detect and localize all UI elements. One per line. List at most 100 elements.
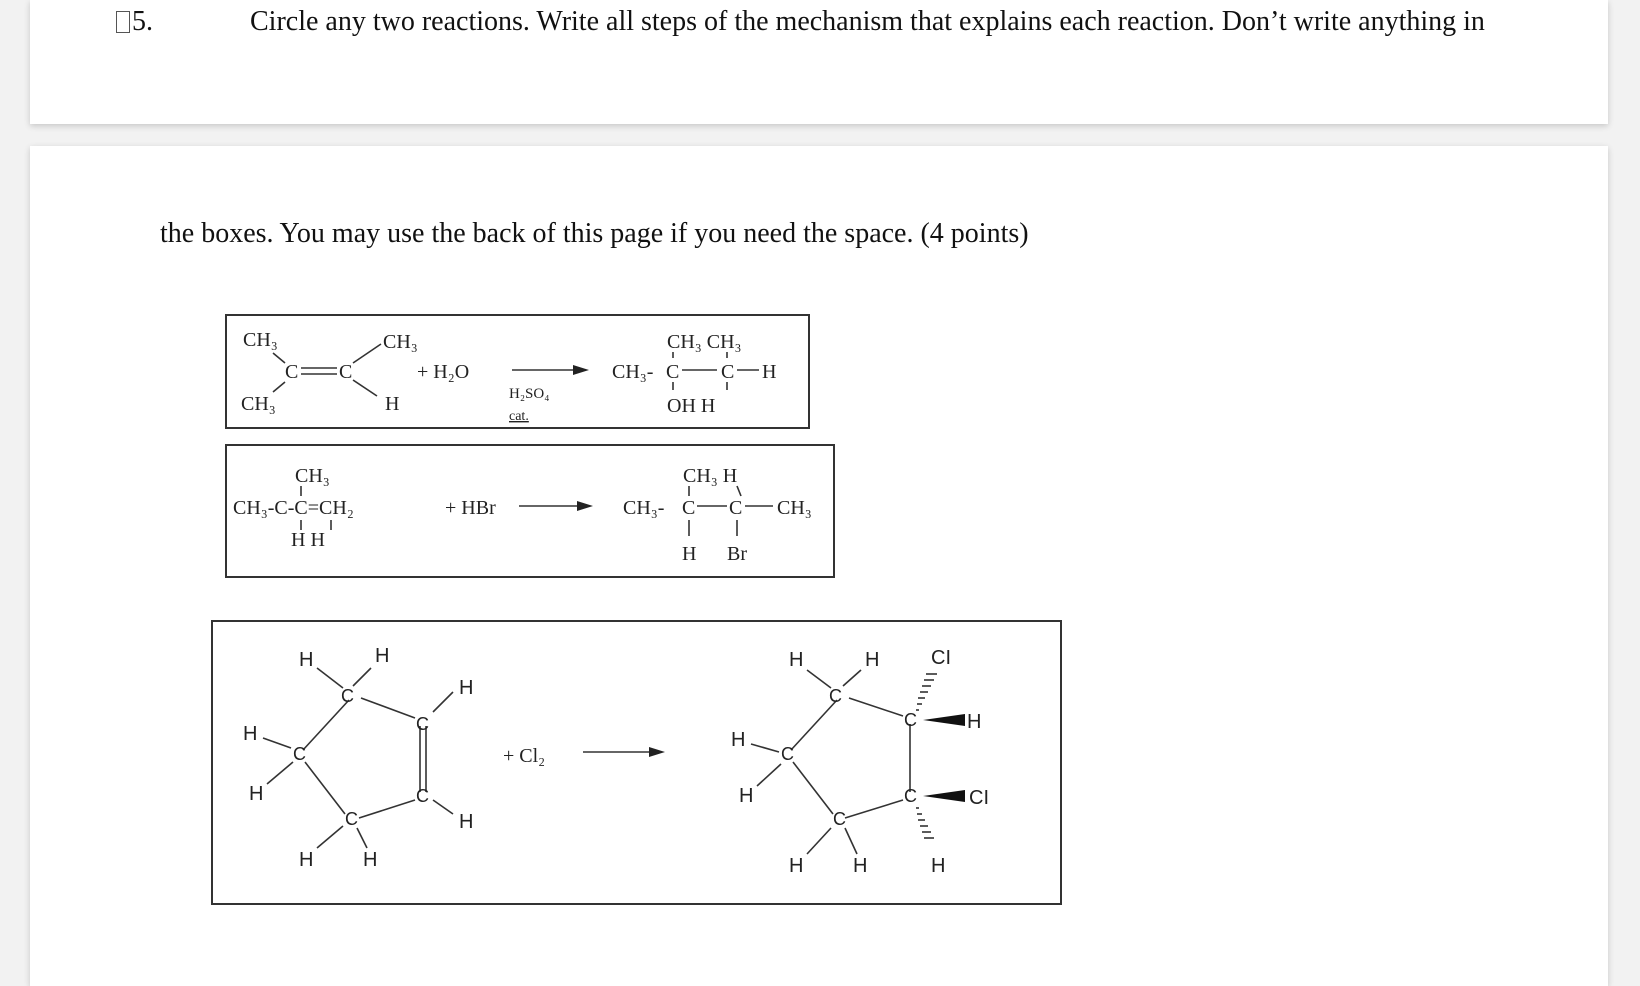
atom-c: C: [416, 714, 429, 734]
atom-h: H: [865, 649, 879, 671]
atom-c: C: [345, 809, 358, 829]
r1-alkene-c2: C: [339, 361, 352, 383]
ring-bond: [360, 697, 416, 719]
r1-ch3-bottom-left: CH₃: [241, 393, 276, 415]
r1-alkene-c1: C: [285, 361, 298, 383]
ring-bond: [790, 699, 838, 751]
ring-bond: [304, 761, 346, 815]
r2-reactant-chain: CH₃-C-C=CH₂: [233, 497, 354, 519]
r1-arrow-head: [573, 365, 589, 375]
atom-h: H: [789, 649, 803, 671]
h-bond: [432, 691, 454, 713]
atom-cl: CI: [931, 647, 951, 669]
r2-reactant-bottom: H H: [291, 529, 325, 551]
atom-c: C: [833, 809, 846, 829]
r2-reagent: + HBr: [445, 497, 496, 519]
r1-bond: [272, 381, 286, 393]
r2-product-left: CH₃-: [623, 497, 664, 519]
page-top: 5. Circle any two reactions. Write all s…: [30, 0, 1608, 124]
r1-catalyst: H₂SO₄: [509, 386, 549, 402]
ring-bond: [844, 799, 904, 819]
reaction-3-diagram: C C C C C H H H H H H H H: [243, 645, 989, 877]
r2-product-br: Br: [727, 543, 747, 565]
atom-h: H: [299, 649, 313, 671]
atom-c: C: [293, 744, 306, 764]
r3-reagent: + Cl₂: [503, 745, 545, 767]
reaction-box-3: C C C C C H H H H H H H H: [211, 620, 1062, 905]
reaction-2-diagram: CH₃ CH₃-C-C=CH₂ H H + HBr CH₃ H CH₃- C C…: [233, 465, 812, 565]
atom-h: H: [459, 811, 473, 833]
r2-product-c2: C: [729, 497, 742, 519]
atom-h: H: [789, 855, 803, 877]
atom-h: H: [931, 855, 945, 877]
r2-arrow-head: [577, 501, 593, 511]
atom-c: C: [904, 710, 917, 730]
atom-h: H: [739, 785, 753, 807]
atom-h: H: [363, 849, 377, 871]
reaction-1-diagram: CH₃ CH₃ C C CH₃ H + H₂O H₂SO₄ cat. CH₃ C…: [241, 329, 776, 424]
h-bond: [756, 763, 782, 787]
r1-h-bottom-right: H: [385, 393, 399, 415]
h-bond: [750, 743, 780, 753]
atom-cl: CI: [969, 787, 989, 809]
h-bond: [316, 667, 344, 689]
reaction-box-1: CH₃ CH₃ C C CH₃ H + H₂O H₂SO₄ cat. CH₃ C…: [225, 314, 810, 429]
atom-h: H: [731, 729, 745, 751]
solid-wedge: [923, 790, 965, 802]
hashed-wedge: [916, 807, 934, 839]
atom-h: H: [299, 849, 313, 871]
atom-h: H: [967, 711, 981, 733]
r1-ch3-top-left: CH₃: [243, 329, 278, 351]
atom-c: C: [341, 686, 354, 706]
r1-water: + H₂O: [417, 361, 469, 383]
question-number: 5.: [116, 6, 153, 38]
h-bond: [262, 737, 292, 749]
dichlorocyclopentane: C C C C C H H H H H H CI: [731, 647, 989, 877]
r1-product-left: CH₃-: [612, 361, 653, 383]
r1-product-c1: C: [666, 361, 679, 383]
r1-product-top: CH₃ CH₃: [667, 331, 742, 353]
h-bond: [432, 799, 454, 815]
r2-reactant-top: CH₃: [295, 465, 330, 487]
r2-product-top: CH₃ H: [683, 465, 737, 487]
r3-arrow-head: [649, 747, 665, 757]
atom-c: C: [829, 686, 842, 706]
h-bond: [842, 669, 862, 687]
h-bond: [352, 667, 372, 687]
r1-bond: [272, 352, 286, 364]
r1-product-c2: C: [721, 361, 734, 383]
atom-h: H: [459, 677, 473, 699]
r1-product-h-right: H: [762, 361, 776, 383]
atom-h: H: [375, 645, 389, 667]
r2-product-right: CH₃: [777, 497, 812, 519]
atom-c: C: [781, 744, 794, 764]
question-text-line-1: Circle any two reactions. Write all step…: [250, 6, 1485, 37]
missing-glyph-box: [116, 11, 130, 33]
r1-bond: [352, 379, 378, 397]
h-bond: [806, 669, 832, 689]
solid-wedge: [923, 714, 965, 726]
atom-h: H: [249, 783, 263, 805]
r1-product-bottom: OH H: [667, 395, 715, 417]
r1-ch3-top-right: CH₃: [383, 331, 418, 353]
reaction-box-2: CH₃ CH₃-C-C=CH₂ H H + HBr CH₃ H CH₃- C C…: [225, 444, 835, 578]
h-bond: [356, 827, 368, 849]
cyclopentene: C C C C C H H H H H H H H: [243, 645, 473, 871]
h-bond: [806, 827, 832, 855]
r2-product-c1: C: [682, 497, 695, 519]
atom-c: C: [416, 786, 429, 806]
r2-product-h: H: [682, 543, 696, 565]
h-bond: [844, 827, 858, 855]
atom-h: H: [853, 855, 867, 877]
r1-bond: [352, 343, 382, 364]
r1-catalyst-note: cat.: [509, 409, 529, 424]
atom-c: C: [904, 786, 917, 806]
r2-bond: [736, 485, 742, 497]
ring-bond: [358, 799, 416, 819]
question-text-line-2: the boxes. You may use the back of this …: [160, 218, 1029, 249]
hashed-wedge: [916, 673, 937, 711]
atom-h: H: [243, 723, 257, 745]
ring-bond: [848, 697, 904, 717]
page-bottom: the boxes. You may use the back of this …: [30, 146, 1608, 986]
ring-bond: [302, 699, 350, 751]
